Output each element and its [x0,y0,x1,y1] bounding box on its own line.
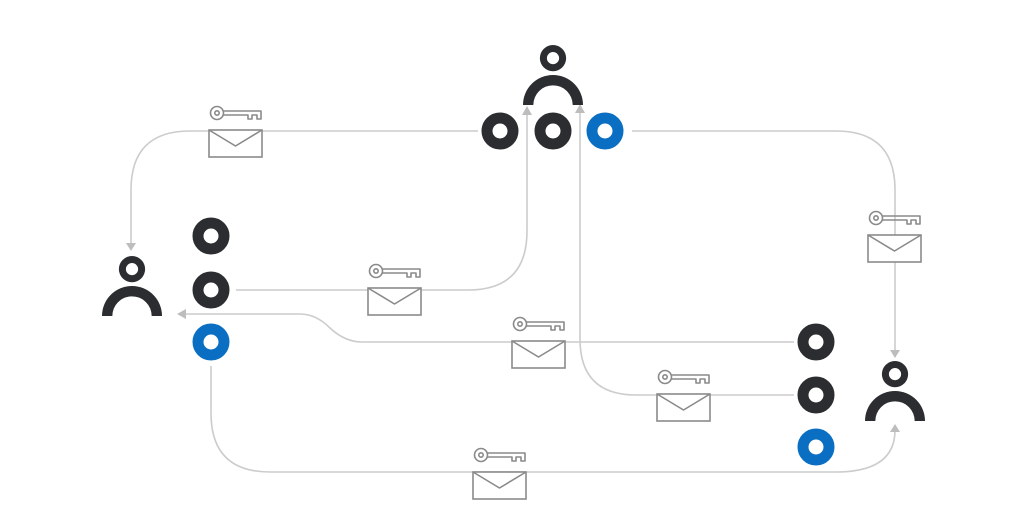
arrowhead-icon [890,424,900,432]
key-envelope-icon [656,369,711,422]
connector-left-to-top [236,112,528,291]
key-envelope-icon [472,447,527,500]
key-ring-icon [192,217,230,255]
connector-top-to-left [130,130,478,246]
key-ring-icon [192,271,230,309]
key-envelope-icon [511,316,566,369]
key-ring-highlighted-icon [192,323,230,361]
connector-right-to-top [579,110,794,396]
key-ring-icon [534,112,572,150]
arrowhead-icon [522,106,532,115]
person-icon [102,256,162,316]
connectors [126,104,900,473]
key-set-top [481,112,624,150]
key-ring-highlighted-icon [586,112,624,150]
key-ring-icon [797,376,835,414]
arrowhead-icon [177,309,186,319]
key-envelope-icon [208,105,263,158]
messages [208,105,922,500]
connector-right-to-left [184,313,794,343]
key-set-left [192,217,230,361]
arrowhead-icon [890,350,900,358]
key-envelope-icon [367,263,422,316]
key-ring-icon [797,323,835,361]
person-icon [523,45,583,105]
connector-left-to-right [210,366,896,473]
key-set-right [797,323,835,466]
connector-top-to-right [632,130,896,353]
arrowhead-icon [126,243,136,251]
key-ring-icon [481,112,519,150]
arrowhead-icon [575,104,585,113]
key-ring-highlighted-icon [797,428,835,466]
person-icon [865,361,925,421]
